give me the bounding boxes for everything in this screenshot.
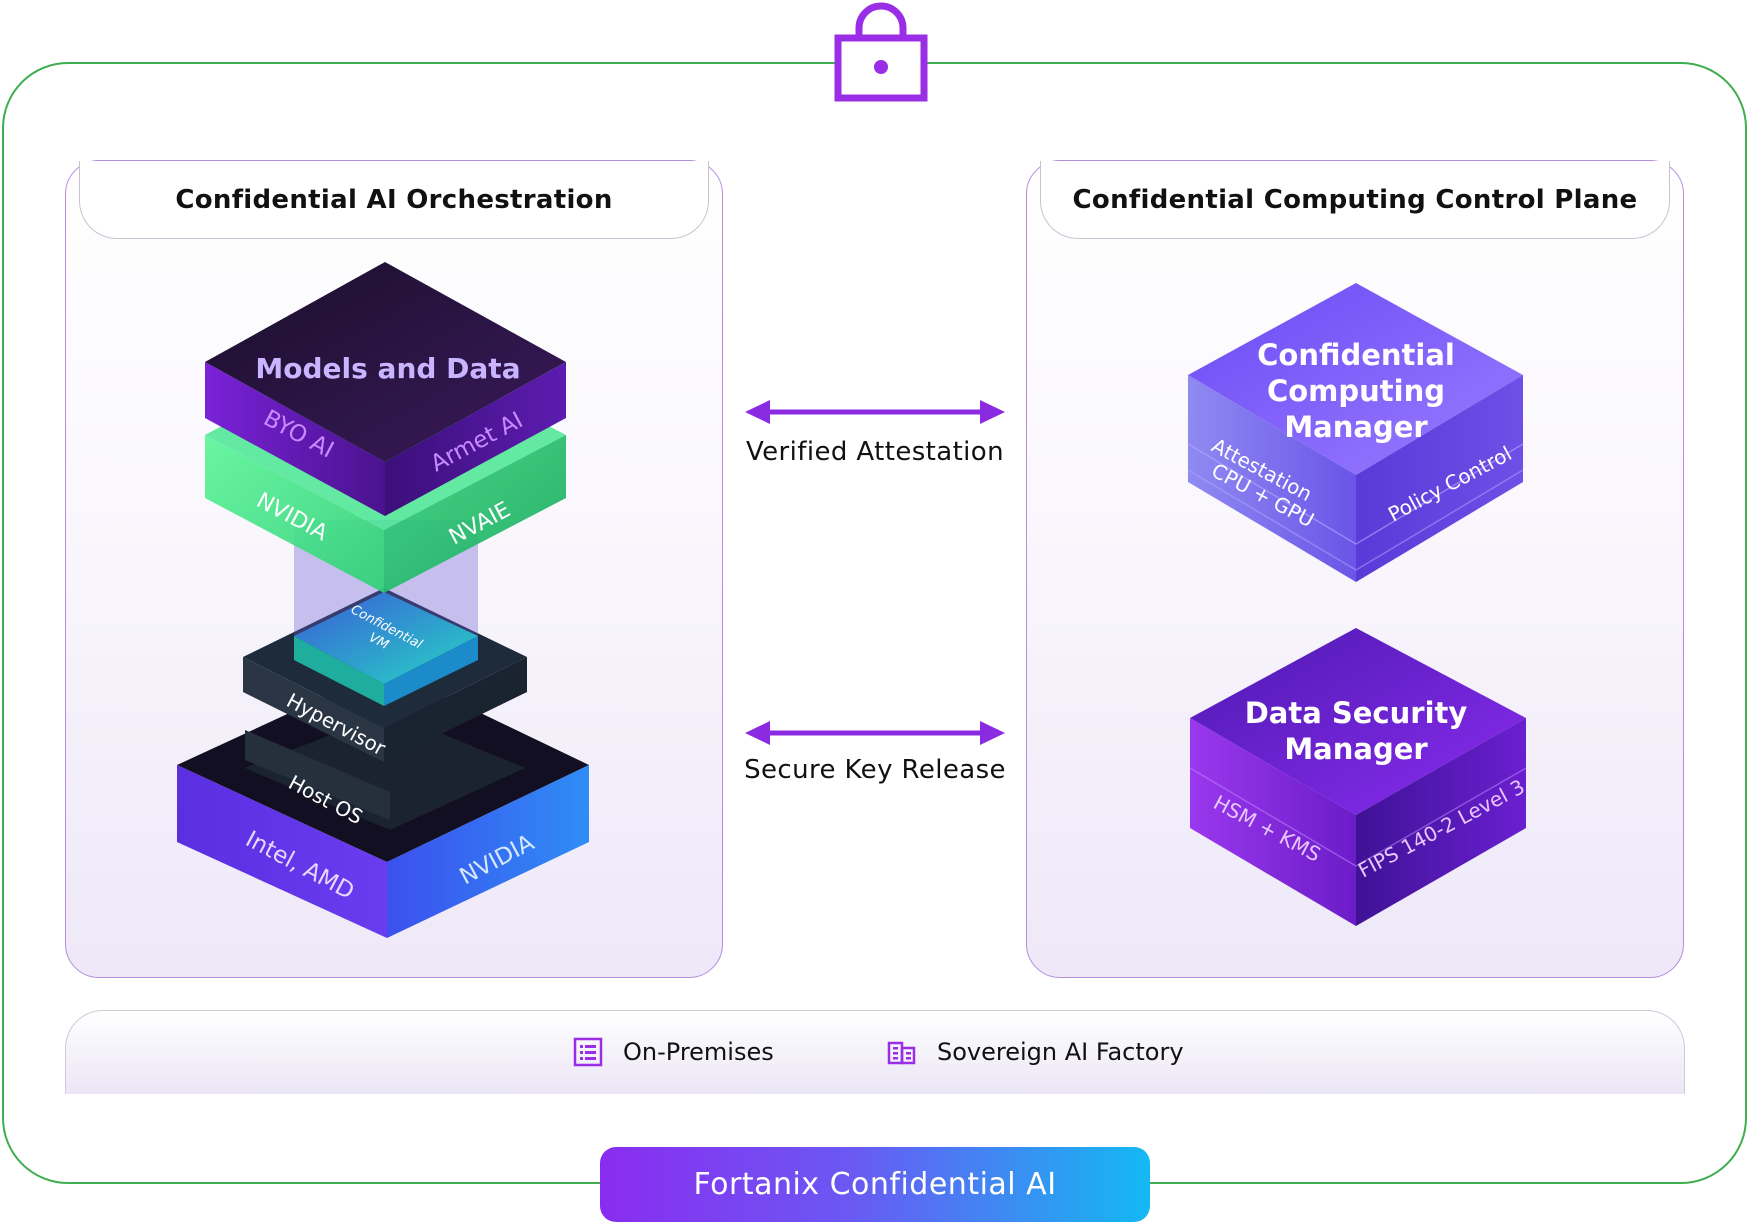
control-plane-panel: Confidential Computing Control Plane: [1026, 160, 1684, 978]
orchestration-panel: Confidential AI Orchestration: [65, 160, 723, 978]
env-on-premises: On-Premises: [573, 1032, 774, 1072]
brand-bar: Fortanix Confidential AI: [600, 1147, 1150, 1222]
verified-attestation-label: Verified Attestation: [745, 437, 1004, 467]
control-plane-panel-title: Confidential Computing Control Plane: [1040, 161, 1670, 239]
secure-key-release-label: Secure Key Release: [744, 755, 1006, 785]
lock-icon: [834, 2, 928, 102]
deployment-environments-bar: [65, 1010, 1685, 1094]
env-on-premises-label: On-Premises: [623, 1038, 774, 1066]
buildings-icon: [887, 1041, 916, 1065]
env-sovereign-ai-factory: Sovereign AI Factory: [887, 1032, 1184, 1072]
env-sovereign-ai-factory-label: Sovereign AI Factory: [937, 1038, 1184, 1066]
orchestration-panel-title: Confidential AI Orchestration: [79, 161, 709, 239]
list-document-icon: [573, 1037, 603, 1067]
